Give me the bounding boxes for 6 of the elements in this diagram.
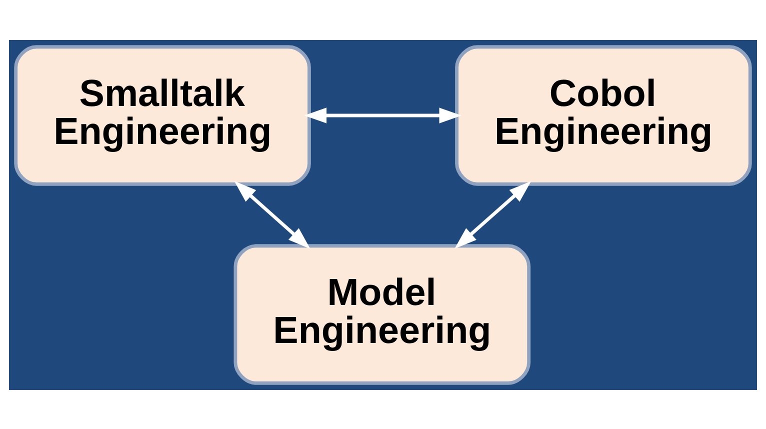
node-box: Smalltalk Engineering — [14, 44, 311, 186]
node-box: Cobol Engineering — [455, 44, 752, 186]
arrow — [454, 180, 532, 248]
arrow — [304, 107, 462, 123]
node-box: Model Engineering — [234, 244, 531, 384]
arrow — [234, 180, 310, 248]
